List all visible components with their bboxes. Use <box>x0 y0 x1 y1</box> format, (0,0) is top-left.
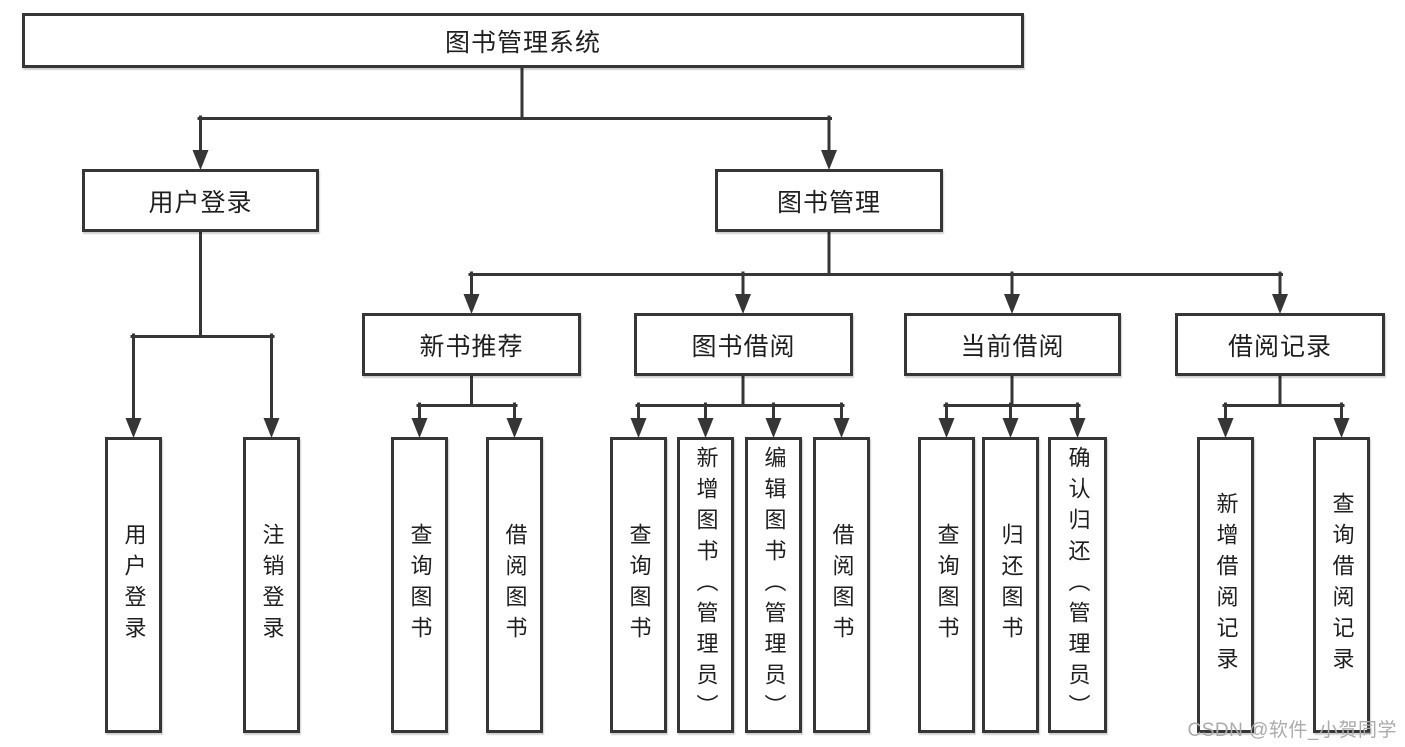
leaf-borrow-books-borrowing: 借阅图书 <box>813 437 870 733</box>
leaf-label: 借阅图书 <box>829 523 855 647</box>
leaf-query-books-recommend: 查询图书 <box>391 437 448 733</box>
leaf-label: 查询图书 <box>934 523 960 647</box>
arrowhead-down-icon <box>735 294 751 314</box>
node-label: 用户登录 <box>148 188 253 217</box>
leaf-label: 新增图书（管理员） <box>693 445 719 725</box>
node-current-borrowing: 当前借阅 <box>904 313 1121 376</box>
arrowhead-down-icon <box>1004 294 1020 314</box>
arrowhead-down-icon <box>263 418 280 438</box>
leaf-query-books-borrowing: 查询图书 <box>610 437 667 733</box>
leaf-edit-book-admin: 编辑图书（管理员） <box>745 437 802 733</box>
leaf-label: 查询图书 <box>407 523 433 647</box>
node-user-login: 用户登录 <box>82 169 319 232</box>
leaf-borrow-books-recommend: 借阅图书 <box>486 437 543 733</box>
leaf-label: 新增借阅记录 <box>1213 492 1239 678</box>
arrowhead-down-icon <box>765 418 782 438</box>
node-label: 借阅记录 <box>1227 332 1332 361</box>
leaf-query-books-current: 查询图书 <box>918 437 975 733</box>
arrowhead-down-icon <box>411 418 428 438</box>
node-label: 新书推荐 <box>419 332 524 361</box>
arrowhead-down-icon <box>630 418 647 438</box>
leaf-label: 编辑图书（管理员） <box>761 445 787 725</box>
arrowhead-down-icon <box>833 418 850 438</box>
node-borrowing-records: 借阅记录 <box>1175 313 1385 376</box>
arrowhead-down-icon <box>506 418 523 438</box>
leaf-query-borrow-record: 查询借阅记录 <box>1313 437 1370 733</box>
leaf-add-borrow-record: 新增借阅记录 <box>1197 437 1254 733</box>
node-book-management: 图书管理 <box>715 169 943 232</box>
arrowhead-down-icon <box>821 150 837 170</box>
node-label: 图书管理系统 <box>444 28 601 57</box>
connector-path <box>130 66 1345 423</box>
leaf-label: 注销登录 <box>259 523 285 647</box>
node-new-book-recommendation: 新书推荐 <box>362 313 581 376</box>
arrowhead-down-icon <box>1217 418 1234 438</box>
arrowhead-down-icon <box>1272 294 1288 314</box>
leaf-label: 借阅图书 <box>502 523 528 647</box>
leaf-label: 查询图书 <box>626 523 652 647</box>
leaf-add-book-admin: 新增图书（管理员） <box>677 437 734 733</box>
node-label: 图书管理 <box>776 188 881 217</box>
watermark: CSDN @软件_小贺同学 <box>1187 720 1397 741</box>
arrowhead-down-icon <box>125 418 142 438</box>
arrowhead-down-icon <box>463 294 480 314</box>
node-label: 图书借阅 <box>691 332 796 361</box>
leaf-label: 用户登录 <box>121 523 147 647</box>
node-book-borrowing: 图书借阅 <box>634 313 853 376</box>
leaf-label: 归还图书 <box>998 523 1024 647</box>
arrowhead-down-icon <box>1002 418 1019 438</box>
leaf-label: 确认归还（管理员） <box>1065 445 1091 725</box>
arrowhead-down-icon <box>697 418 714 438</box>
leaf-logout: 注销登录 <box>243 437 300 733</box>
arrowhead-down-icon <box>1333 418 1350 438</box>
leaf-user-login: 用户登录 <box>105 437 162 733</box>
arrowhead-down-icon <box>192 150 209 170</box>
leaf-confirm-return-admin: 确认归还（管理员） <box>1048 437 1107 733</box>
leaf-label: 查询借阅记录 <box>1329 492 1355 678</box>
node-library-management-system: 图书管理系统 <box>22 13 1024 68</box>
node-label: 当前借阅 <box>960 332 1065 361</box>
leaf-return-book: 归还图书 <box>982 437 1039 733</box>
arrowhead-down-icon <box>1069 418 1086 438</box>
arrowhead-down-icon <box>938 418 955 438</box>
